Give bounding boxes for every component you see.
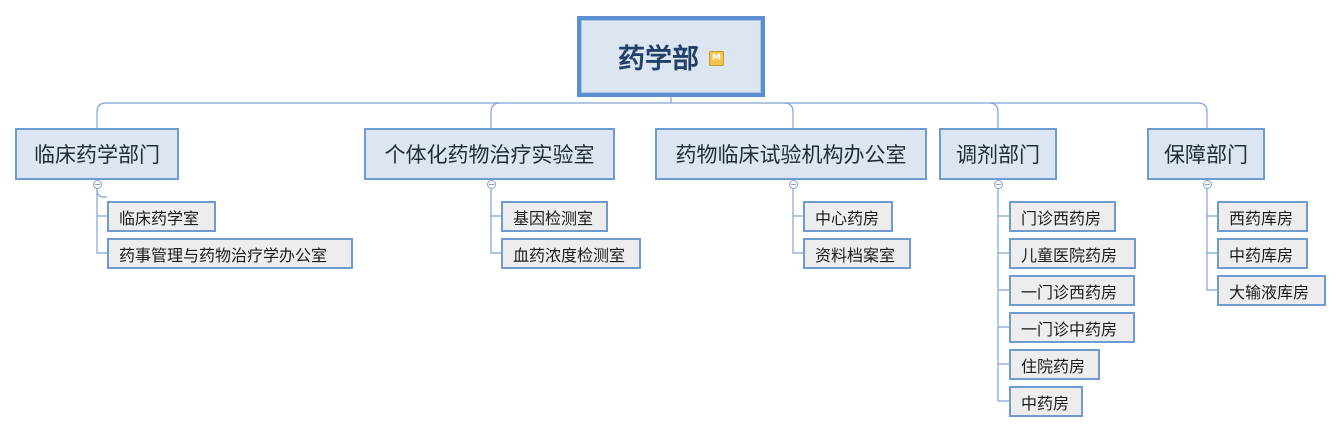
leaf-label: 大输液库房 <box>1229 282 1310 302</box>
dept-clinical-pharmacy[interactable]: 临床药学部门 <box>15 128 179 180</box>
leaf-label: 西药库房 <box>1229 208 1294 228</box>
leaf-node[interactable]: 儿童医院药房 <box>1009 238 1136 269</box>
leaf-node[interactable]: 中心药房 <box>803 201 893 232</box>
collapse-icon[interactable] <box>994 180 1003 189</box>
dept-dispensing[interactable]: 调剂部门 <box>939 128 1057 180</box>
dept-personalized-lab[interactable]: 个体化药物治疗实验室 <box>364 128 615 180</box>
dept-label: 药物临床试验机构办公室 <box>675 143 907 167</box>
leaf-node[interactable]: 门诊西药房 <box>1009 201 1116 232</box>
leaf-label: 门诊西药房 <box>1021 208 1102 228</box>
leaf-label: 中药库房 <box>1229 245 1294 265</box>
collapse-icon[interactable] <box>487 180 496 189</box>
leaf-node[interactable]: 大输液库房 <box>1217 275 1326 306</box>
leaf-node[interactable]: 中药房 <box>1009 386 1083 417</box>
collapse-icon[interactable] <box>789 180 798 189</box>
leaf-label: 一门诊西药房 <box>1021 282 1118 302</box>
dept-label: 调剂部门 <box>956 143 1040 167</box>
leaf-label: 资料档案室 <box>815 245 896 265</box>
collapse-icon[interactable] <box>1203 180 1212 189</box>
leaf-node[interactable]: 资料档案室 <box>803 238 911 269</box>
dept-clinical-trial-office[interactable]: 药物临床试验机构办公室 <box>655 128 927 180</box>
leaf-node[interactable]: 住院药房 <box>1009 349 1100 380</box>
leaf-label: 一门诊中药房 <box>1021 319 1118 339</box>
leaf-node[interactable]: 临床药学室 <box>107 201 216 232</box>
leaf-label: 临床药学室 <box>119 208 200 228</box>
leaf-label: 儿童医院药房 <box>1021 245 1118 265</box>
leaf-label: 中心药房 <box>815 208 880 228</box>
root-label: 药学部 <box>618 44 699 75</box>
collapse-icon[interactable] <box>93 180 102 189</box>
leaf-label: 住院药房 <box>1021 356 1086 376</box>
leaf-node[interactable]: 一门诊西药房 <box>1009 275 1135 306</box>
leaf-label: 药事管理与药物治疗学办公室 <box>119 245 328 265</box>
leaf-label: 基因检测室 <box>513 208 594 228</box>
leaf-label: 中药房 <box>1021 393 1070 413</box>
leaf-node[interactable]: 中药库房 <box>1217 238 1308 269</box>
leaf-node[interactable]: 药事管理与药物治疗学办公室 <box>107 238 353 269</box>
dept-label: 临床药学部门 <box>34 143 160 167</box>
dept-support[interactable]: 保障部门 <box>1147 128 1265 180</box>
dept-label: 个体化药物治疗实验室 <box>384 143 595 167</box>
root-node[interactable]: 药学部 M <box>577 16 765 97</box>
dept-label: 保障部门 <box>1164 143 1248 167</box>
leaf-node[interactable]: 基因检测室 <box>501 201 608 232</box>
leaf-node[interactable]: 血药浓度检测室 <box>501 238 641 269</box>
leaf-label: 血药浓度检测室 <box>513 245 626 265</box>
marker-icon: M <box>709 51 724 66</box>
leaf-node[interactable]: 西药库房 <box>1217 201 1308 232</box>
leaf-node[interactable]: 一门诊中药房 <box>1009 312 1135 343</box>
